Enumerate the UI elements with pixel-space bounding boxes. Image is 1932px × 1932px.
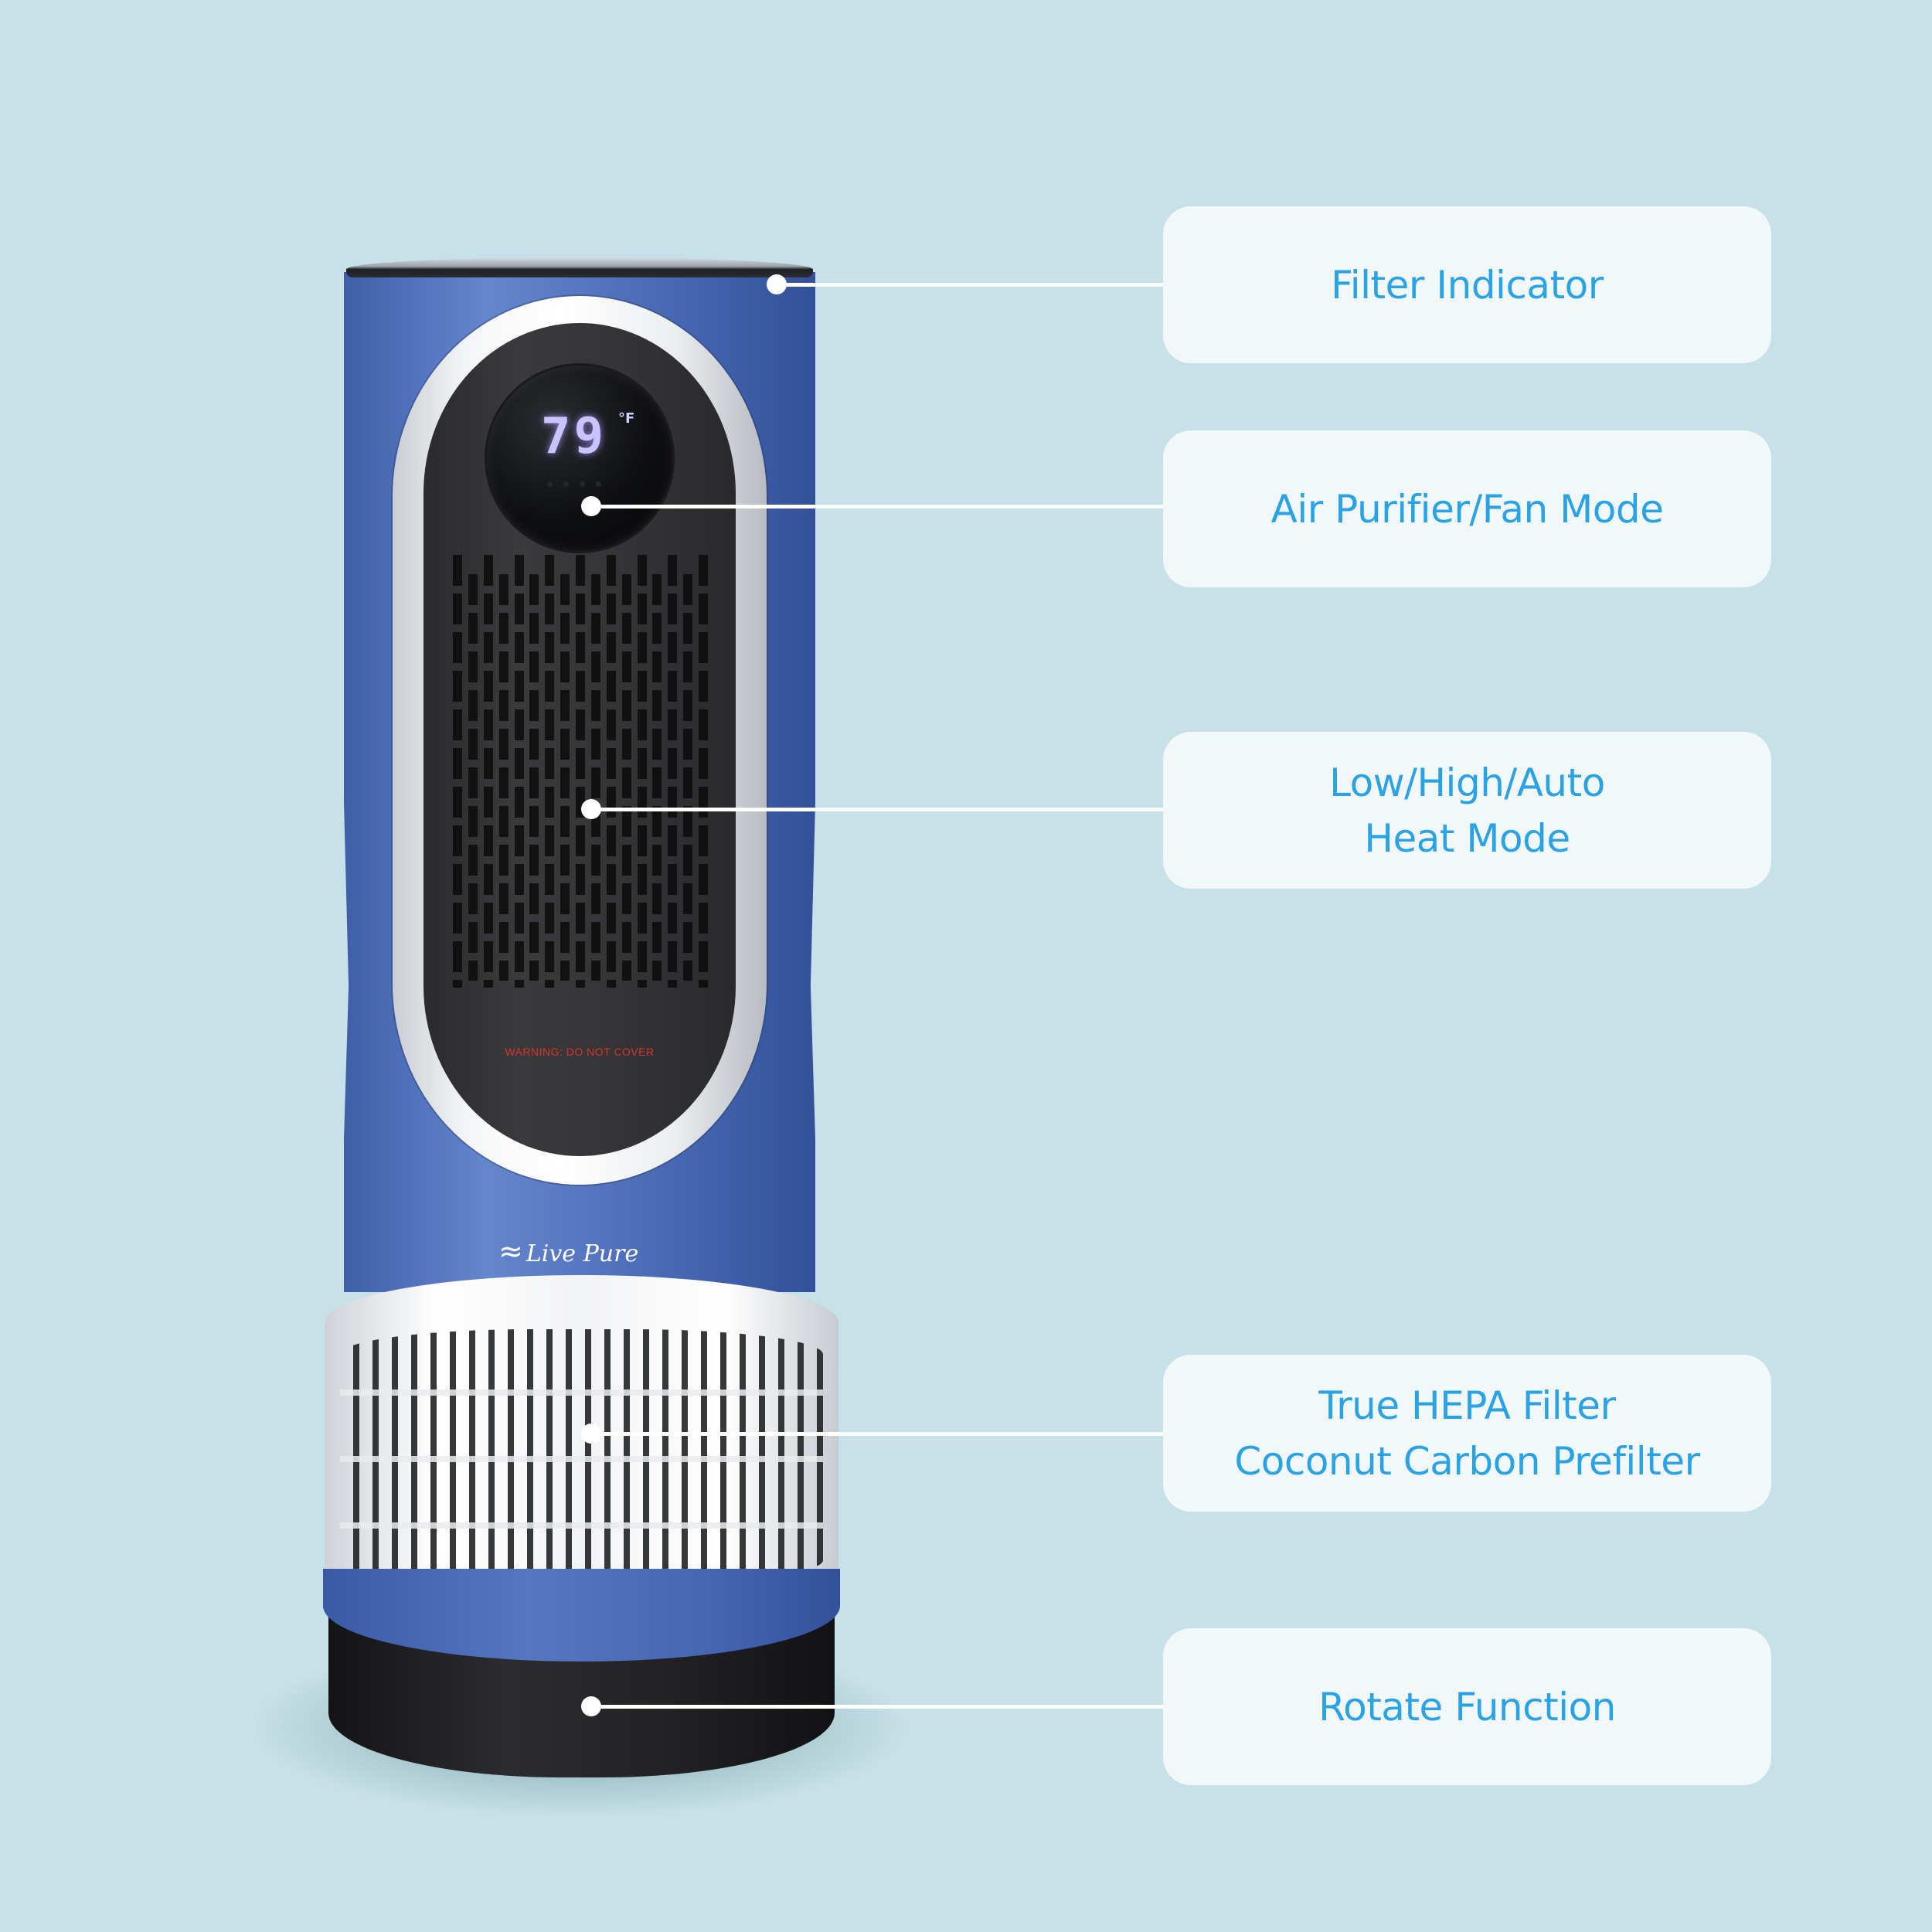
callout-dot-rotate [581, 1696, 601, 1716]
callout-label: Rotate Function [1318, 1684, 1616, 1730]
heater-grille [453, 555, 708, 988]
grille-slot-column [529, 574, 539, 981]
grille-slot-column [652, 574, 662, 981]
display-unit: °F [618, 410, 635, 427]
callout-dot-filter-indicator [767, 274, 787, 294]
callout-box-heat-mode: Low/High/Auto Heat Mode [1163, 732, 1771, 889]
grille-slot-column [468, 574, 478, 981]
callout-dot-heat-mode [581, 799, 601, 819]
grille-slot-column [514, 555, 524, 988]
leader-line-fan-mode [591, 505, 1165, 509]
callout-dot-fan-mode [581, 496, 601, 516]
grille-slot-column [590, 574, 600, 981]
heater-purifier-tower: 79 °F [255, 257, 904, 1816]
leader-line-hepa-filter [591, 1432, 1165, 1436]
grille-slot-column [453, 555, 462, 988]
indicator-dot [580, 481, 585, 487]
mode-indicator-dots [547, 481, 601, 487]
callout-label: Low/High/Auto Heat Mode [1329, 760, 1605, 861]
indicator-dot [563, 481, 569, 487]
heater-window: 79 °F [423, 323, 736, 1156]
callout-label: Air Purifier/Fan Mode [1270, 486, 1664, 532]
grille-slot-column [545, 555, 555, 988]
callout-label: Filter Indicator [1331, 262, 1604, 308]
callout-box-rotate: Rotate Function [1163, 1628, 1771, 1785]
grille-slot-column [668, 555, 678, 988]
warning-label: WARNING: DO NOT COVER [505, 1046, 655, 1058]
callout-box-fan-mode: Air Purifier/Fan Mode [1163, 430, 1771, 587]
grille-slot-column [560, 574, 570, 981]
base-trim-ring [323, 1569, 840, 1662]
callout-dot-hepa-filter [581, 1423, 601, 1444]
leader-line-heat-mode [591, 808, 1165, 811]
grille-slot-column [699, 555, 708, 988]
indicator-dot [596, 481, 601, 487]
leader-line-filter-indicator [777, 283, 1165, 287]
brand-logo: ≈ Live Pure [498, 1236, 638, 1266]
leader-line-rotate [591, 1705, 1165, 1709]
indicator-dot [547, 481, 553, 487]
wave-swirl-icon: ≈ [498, 1234, 523, 1268]
filter-crossbars [340, 1329, 823, 1580]
grille-slot-column [576, 555, 585, 988]
grille-slot-column [683, 574, 693, 981]
grille-slot-column [621, 574, 631, 981]
callout-box-filter-indicator: Filter Indicator [1163, 206, 1771, 363]
grille-slot-column [637, 555, 647, 988]
temperature-display: 79 °F [487, 366, 672, 551]
grille-slot-column [606, 555, 616, 988]
callout-box-hepa-filter: True HEPA Filter Coconut Carbon Prefilte… [1163, 1355, 1771, 1512]
display-temperature: 79 [541, 408, 607, 465]
grille-slot-column [483, 555, 493, 988]
callout-label: True HEPA Filter Coconut Carbon Prefilte… [1234, 1383, 1700, 1484]
top-cap [346, 257, 813, 277]
filter-grille [325, 1275, 838, 1615]
brand-name: Live Pure [526, 1240, 639, 1267]
grille-slot-column [498, 574, 509, 981]
